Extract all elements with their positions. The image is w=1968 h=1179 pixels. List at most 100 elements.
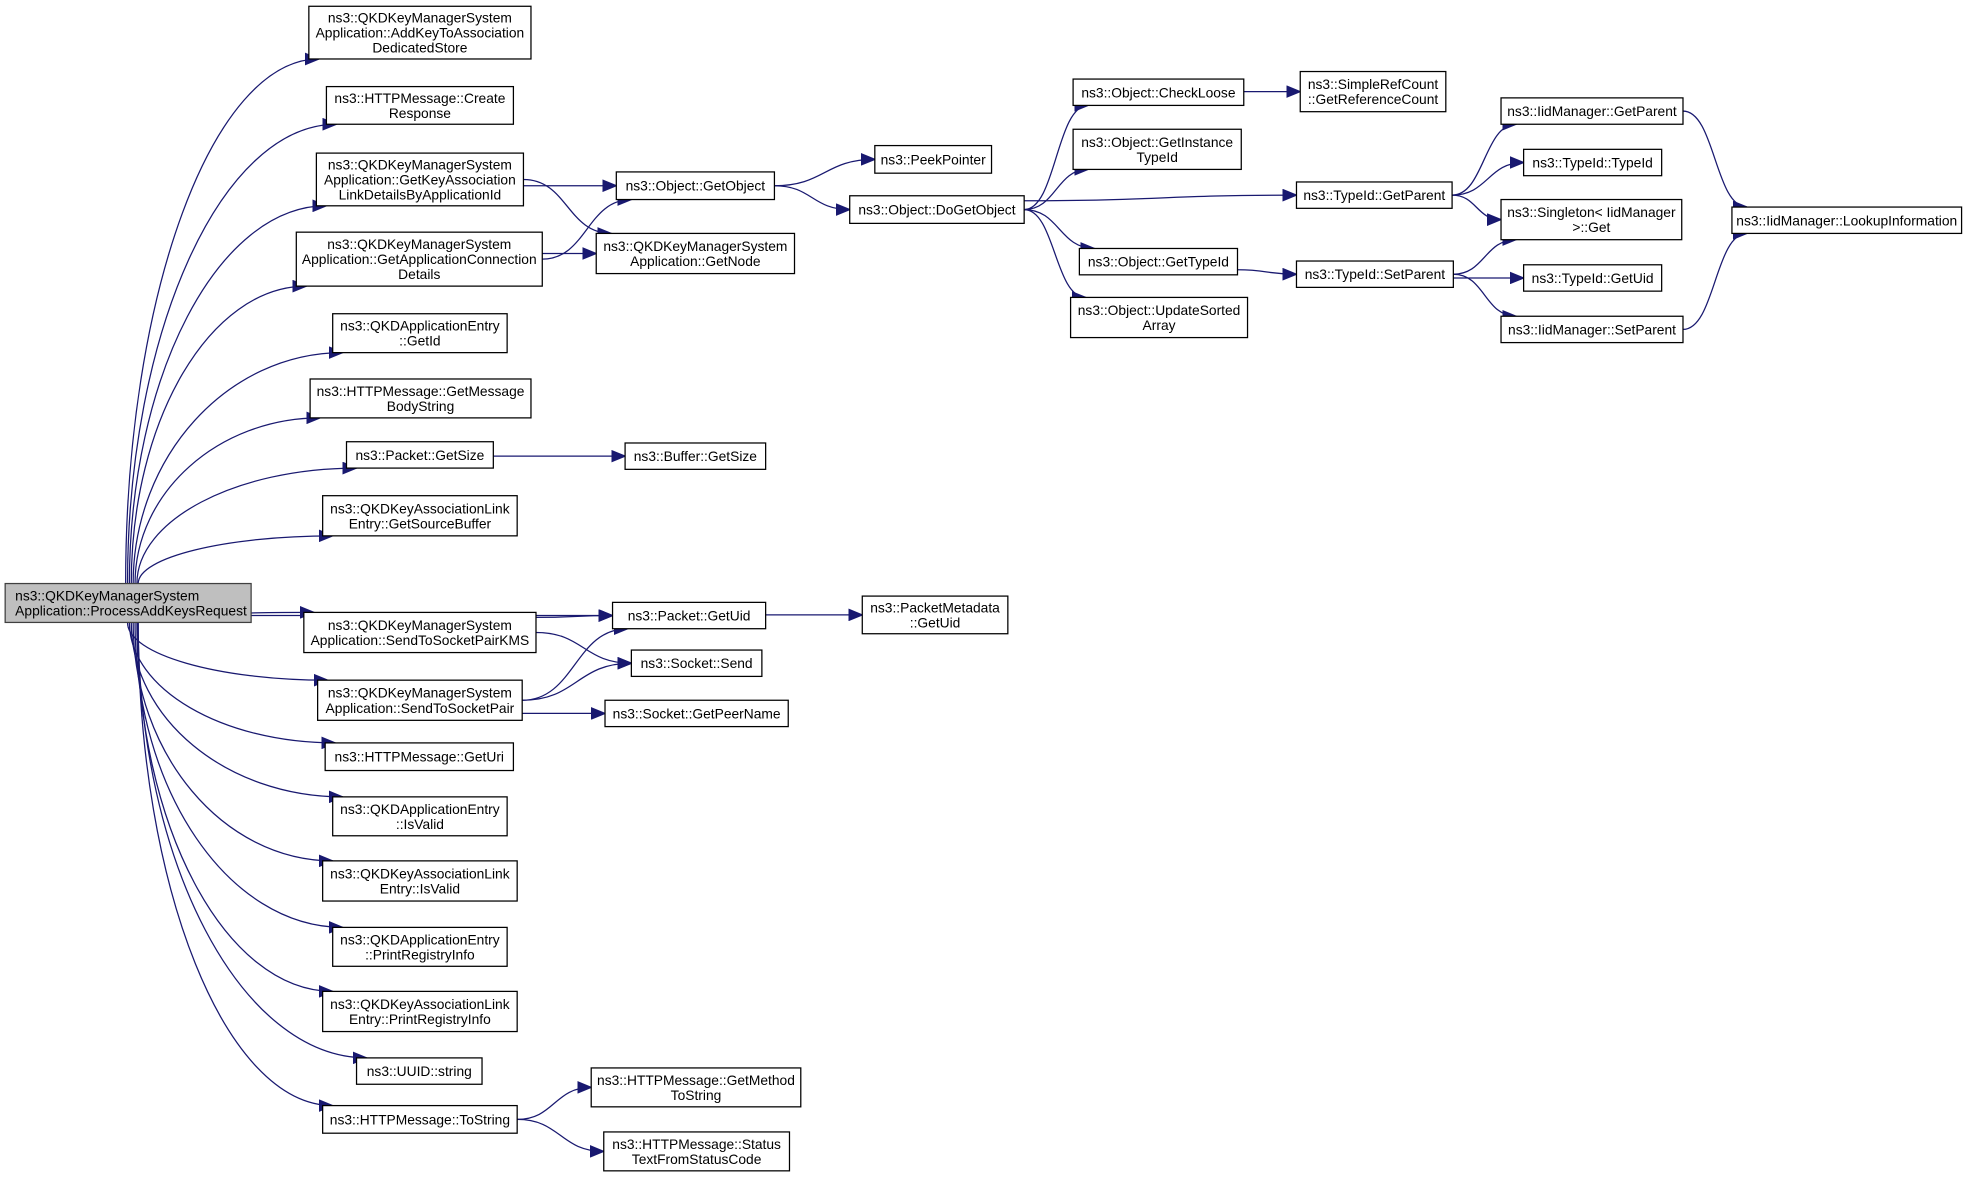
function-node[interactable]: ns3::Packet::GetUid [611,601,767,630]
call-edge-arrow [137,536,333,584]
call-edge-arrow [1237,270,1296,274]
node-box [604,699,789,728]
function-node[interactable]: ns3::QKDKeyAssociationLinkEntry::PrintRe… [322,990,518,1033]
node-box [1078,247,1239,276]
function-node[interactable]: ns3::QKDKeyManagerSystemApplication::Sen… [317,679,523,721]
call-edge-arrow [535,616,613,618]
node-label-line: ::GetUid [910,615,961,630]
call-edge-arrow [517,1118,604,1151]
function-node[interactable]: ns3::HTTPMessage::ToString [322,1104,518,1134]
node-box [1522,148,1663,177]
node-box [317,679,523,721]
call-edge-arrow [1024,195,1296,201]
function-node[interactable]: ns3::IidManager::LookupInformation [1731,206,1963,235]
function-node[interactable]: ns3::HTTPMessage::StatusTextFromStatusCo… [603,1131,791,1172]
node-label-line: ns3::QKDKeyAssociationLink [330,501,510,516]
node-label-line: ns3::HTTPMessage::ToString [330,1112,510,1127]
node-label-line: ns3::TypeId::GetUid [1532,271,1654,286]
function-node[interactable]: ns3::QKDKeyManagerSystemApplication::Get… [295,231,543,287]
function-node[interactable]: ns3::Packet::GetSize [345,441,494,469]
call-edge-arrow [126,622,328,680]
node-label-line: Application::GetApplicationConnection [302,252,537,267]
function-node[interactable]: ns3::TypeId::GetUid [1522,264,1663,292]
function-node[interactable]: ns3::QKDApplicationEntry::GetId [332,313,508,354]
node-label-line: ns3::IidManager::LookupInformation [1736,213,1957,228]
call-edge-arrow [128,206,326,584]
node-label-line: DedicatedStore [372,41,467,56]
node-box [322,1104,518,1134]
node-label-line: ns3::QKDKeyManagerSystem [603,239,787,254]
function-node[interactable]: ns3::Object::GetTypeId [1078,247,1239,276]
node-label-line: ns3::Singleton< IidManager [1507,205,1676,220]
node-label-line: ns3::Object::GetObject [626,179,766,194]
root-function-node[interactable]: ns3::QKDKeyManagerSystemApplication::Pro… [4,582,252,624]
function-node[interactable]: ns3::TypeId::GetParent [1295,181,1453,209]
call-edge-arrow [1024,208,1085,298]
node-label-line: ns3::Buffer::GetSize [634,449,758,464]
function-node[interactable]: ns3::IidManager::SetParent [1500,315,1684,344]
call-edge-arrow [535,631,631,663]
node-box [1731,206,1963,235]
function-node[interactable]: ns3::UUID::string [355,1057,483,1085]
node-label-line: ns3::HTTPMessage::GetMethod [597,1073,795,1088]
function-node[interactable]: ns3::SimpleRefCount::GetReferenceCount [1299,70,1447,113]
node-label-line: ns3::QKDApplicationEntry [340,319,500,334]
node-label-line: ::PrintRegistryInfo [365,947,475,962]
call-edge-arrow [136,468,357,584]
node-box [1072,78,1245,107]
node-box [611,601,767,630]
function-node[interactable]: ns3::Object::DoGetObject [849,195,1025,225]
function-node[interactable]: ns3::QKDApplicationEntry::PrintRegistryI… [332,926,508,967]
function-node[interactable]: ns3::TypeId::SetParent [1295,260,1454,289]
node-label-line: ::GetId [399,334,440,349]
node-box [1295,260,1454,289]
node-label-line: ns3::IidManager::SetParent [1508,322,1676,337]
function-node[interactable]: ns3::IidManager::GetParent [1500,97,1684,125]
call-edge-arrow [1453,240,1516,275]
function-node[interactable]: ns3::QKDKeyAssociationLinkEntry::GetSour… [322,495,518,537]
node-box [1069,296,1249,339]
node-box [603,1131,791,1172]
node-label-line: ns3::PeekPointer [881,152,986,167]
node-box [630,649,763,678]
call-edge-arrow [774,185,849,210]
node-label-line: >::Get [1572,220,1610,235]
node-label-line: Application::GetNode [630,254,761,269]
nodes-layer: ns3::QKDKeyManagerSystemApplication::Pro… [4,5,1963,1172]
node-label-line: ns3::Object::DoGetObject [858,203,1015,218]
function-node[interactable]: ns3::QKDKeyManagerSystemApplication::Sen… [303,611,537,654]
function-node[interactable]: ns3::QKDApplicationEntry::IsValid [332,796,508,837]
node-label-line: Application::ProcessAddKeysRequest [15,604,247,619]
function-node[interactable]: ns3::QKDKeyManagerSystemApplication::Get… [595,232,796,275]
function-node[interactable]: ns3::Buffer::GetSize [624,442,767,470]
function-node[interactable]: ns3::Socket::Send [630,649,763,678]
node-box [1295,181,1453,209]
function-node[interactable]: ns3::TypeId::TypeId [1522,148,1663,177]
node-label-line: TypeId [1136,150,1177,165]
node-label-line: ns3::HTTPMessage::GetUri [335,750,504,765]
function-node[interactable]: ns3::Object::GetObject [615,171,776,201]
function-node[interactable]: ns3::Socket::GetPeerName [604,699,789,728]
function-node[interactable]: ns3::PeekPointer [874,144,993,174]
node-label-line: ns3::QKDKeyManagerSystem [328,11,512,26]
node-box [309,378,532,419]
node-label-line: BodyString [387,399,455,414]
function-node[interactable]: ns3::QKDKeyManagerSystemApplication::Add… [308,5,532,60]
node-box [1522,264,1663,292]
function-node[interactable]: ns3::PacketMetadata::GetUid [861,595,1009,635]
function-node[interactable]: ns3::QKDKeyManagerSystemApplication::Get… [315,152,525,207]
function-node[interactable]: ns3::HTTPMessage::GetUri [324,742,515,772]
node-box [355,1057,483,1085]
node-box [332,796,508,837]
function-node[interactable]: ns3::Object::CheckLoose [1072,78,1245,107]
function-node[interactable]: ns3::Singleton< IidManager>::Get [1500,198,1683,241]
node-label-line: ns3::Object::GetInstance [1081,135,1233,150]
call-edge-arrow [1682,110,1747,207]
